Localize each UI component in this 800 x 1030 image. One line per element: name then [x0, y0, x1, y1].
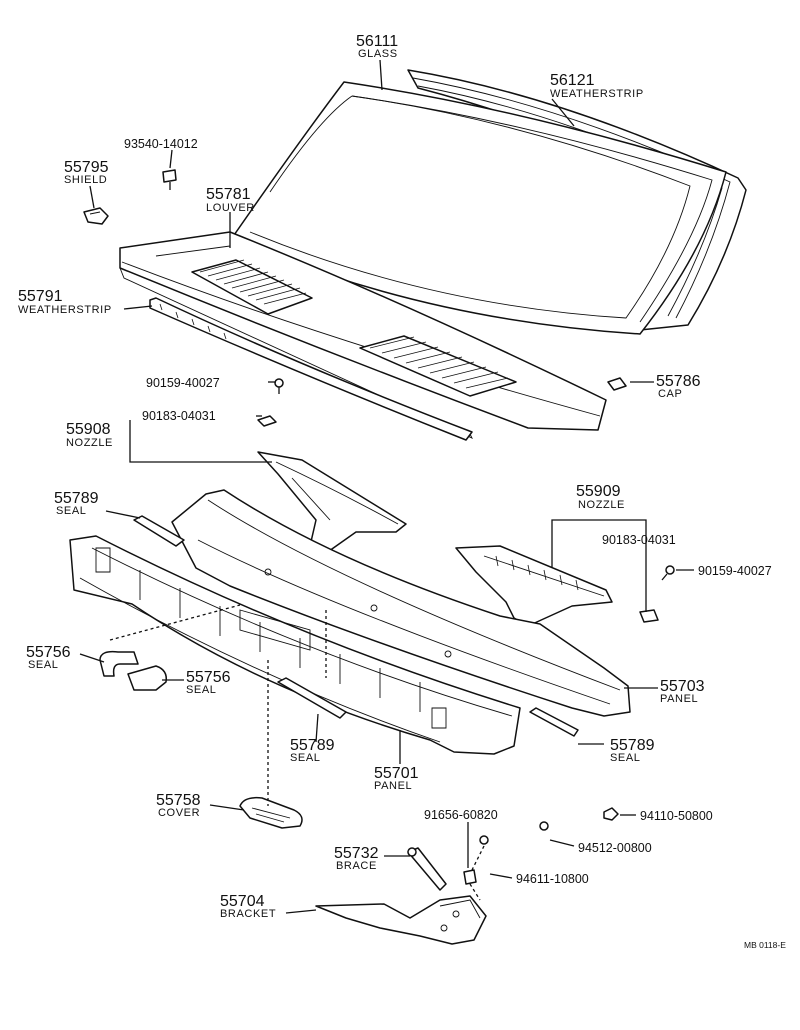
part-name: SEAL: [28, 659, 59, 671]
part-name: GLASS: [358, 48, 398, 60]
part-name: NOZZLE: [578, 499, 625, 511]
label-weatherstrip-56121: 56121 WEATHERSTRIP: [550, 72, 644, 100]
louver-55781-drawing: [119, 231, 607, 439]
label-clip-90183-b: 90183-04031: [602, 533, 676, 547]
part-number: 55756: [186, 669, 231, 686]
label-screw-90159-a: 90159-40027: [146, 376, 220, 390]
leader-lines: [79, 59, 694, 914]
part-name: PANEL: [660, 693, 698, 705]
label-seal-55756-b: 55756 SEAL: [186, 669, 231, 696]
label-washer-94512: 94512-00800: [578, 841, 652, 855]
screw-90159-a-drawing: [274, 378, 284, 394]
bolt-93540-drawing: [162, 169, 177, 190]
part-number: 55703: [660, 678, 705, 695]
brace-55732-drawing: [407, 847, 447, 891]
label-seal-55756-a: 55756 SEAL: [26, 644, 71, 671]
part-name: SEAL: [610, 752, 641, 764]
part-number: 55756: [26, 644, 71, 661]
part-name: SHIELD: [64, 174, 107, 186]
weatherstrip-55791-drawing: [149, 297, 473, 441]
label-bolt-93540: 93540-14012: [124, 137, 198, 151]
part-number: 55908: [66, 421, 111, 438]
label-cover-55758: 55758 COVER: [156, 792, 201, 819]
part-number: 55789: [54, 490, 99, 507]
label-clip-90183-a: 90183-04031: [142, 409, 216, 423]
part-name: CAP: [658, 388, 682, 400]
bracket-55704-drawing: [315, 895, 487, 945]
cap-55786-drawing: [607, 377, 627, 391]
clip-90183-a-drawing: [257, 415, 277, 427]
label-cap-55786: 55786 CAP: [656, 373, 701, 400]
label-nut-94110: 94110-50800: [640, 809, 713, 823]
washer-94611-drawing: [479, 835, 489, 845]
label-panel-55703: 55703 PANEL: [660, 678, 705, 705]
part-number: 55791: [18, 288, 63, 305]
shield-55795-drawing: [83, 207, 109, 225]
washer-94512-drawing: [539, 821, 549, 831]
seal-55756-b-drawing: [127, 665, 168, 691]
nut-94110-drawing: [603, 807, 619, 821]
part-name: BRACE: [336, 860, 377, 872]
label-panel-55701: 55701 PANEL: [374, 765, 419, 792]
label-screw-90159-b: 90159-40027: [698, 564, 772, 578]
part-number: 55789: [610, 737, 655, 754]
part-name: LOUVER: [206, 202, 255, 214]
label-seal-55789-mid: 55789 SEAL: [290, 737, 335, 764]
panel-55703-drawing: [171, 489, 631, 717]
part-name: BRACKET: [220, 908, 276, 920]
part-number: 55781: [206, 186, 251, 203]
label-louver-55781: 55781 LOUVER: [206, 186, 255, 214]
part-number: 55909: [576, 483, 621, 500]
panel-55701-drawing: [69, 535, 521, 755]
label-washer-94611: 94611-10800: [516, 872, 589, 886]
part-number: 55789: [290, 737, 335, 754]
dashed-guides: [109, 604, 485, 901]
part-name: NOZZLE: [66, 437, 113, 449]
part-name: SEAL: [56, 505, 87, 517]
label-brace-55732: 55732 BRACE: [334, 845, 379, 872]
seal-55789-mid-drawing: [277, 677, 347, 719]
label-shield-55795: 55795 SHIELD: [64, 159, 109, 186]
nozzle-55909-drawing: [455, 545, 613, 627]
seal-55789-right-drawing: [529, 707, 579, 737]
clip-90183-b-drawing: [639, 609, 659, 623]
part-number: 56121: [550, 72, 595, 89]
label-nozzle-55909: 55909 NOZZLE: [576, 483, 625, 511]
bolt-91656-drawing: [463, 869, 477, 885]
part-name: WEATHERSTRIP: [18, 304, 112, 316]
part-name: SEAL: [186, 684, 217, 696]
label-seal-55789-right: 55789 SEAL: [610, 737, 655, 764]
part-name: COVER: [158, 807, 200, 819]
glass-56111-drawing: [231, 81, 727, 335]
screw-90159-b-drawing: [661, 565, 675, 581]
label-bracket-55704: 55704 BRACKET: [220, 893, 276, 920]
label-bolt-91656: 91656-60820: [424, 808, 498, 822]
part-number: 55786: [656, 373, 701, 390]
part-name: WEATHERSTRIP: [550, 88, 644, 100]
part-name: PANEL: [374, 780, 412, 792]
part-number: 55758: [156, 792, 201, 809]
cover-55758-drawing: [239, 796, 303, 829]
part-number: 55732: [334, 845, 379, 862]
part-name: SEAL: [290, 752, 321, 764]
footer-code: MB 0118-E: [744, 940, 786, 950]
nozzle-55908-drawing: [257, 451, 407, 557]
part-number: 56111: [356, 33, 398, 50]
part-number: 55795: [64, 159, 109, 176]
label-nozzle-55908: 55908 NOZZLE: [66, 421, 113, 449]
label-glass-56111: 56111 GLASS: [356, 33, 398, 60]
seal-55756-a-drawing: [99, 650, 139, 677]
label-weatherstrip-55791: 55791 WEATHERSTRIP: [18, 288, 112, 316]
part-number: 55704: [220, 893, 265, 910]
part-number: 55701: [374, 765, 419, 782]
label-seal-55789-top: 55789 SEAL: [54, 490, 99, 517]
